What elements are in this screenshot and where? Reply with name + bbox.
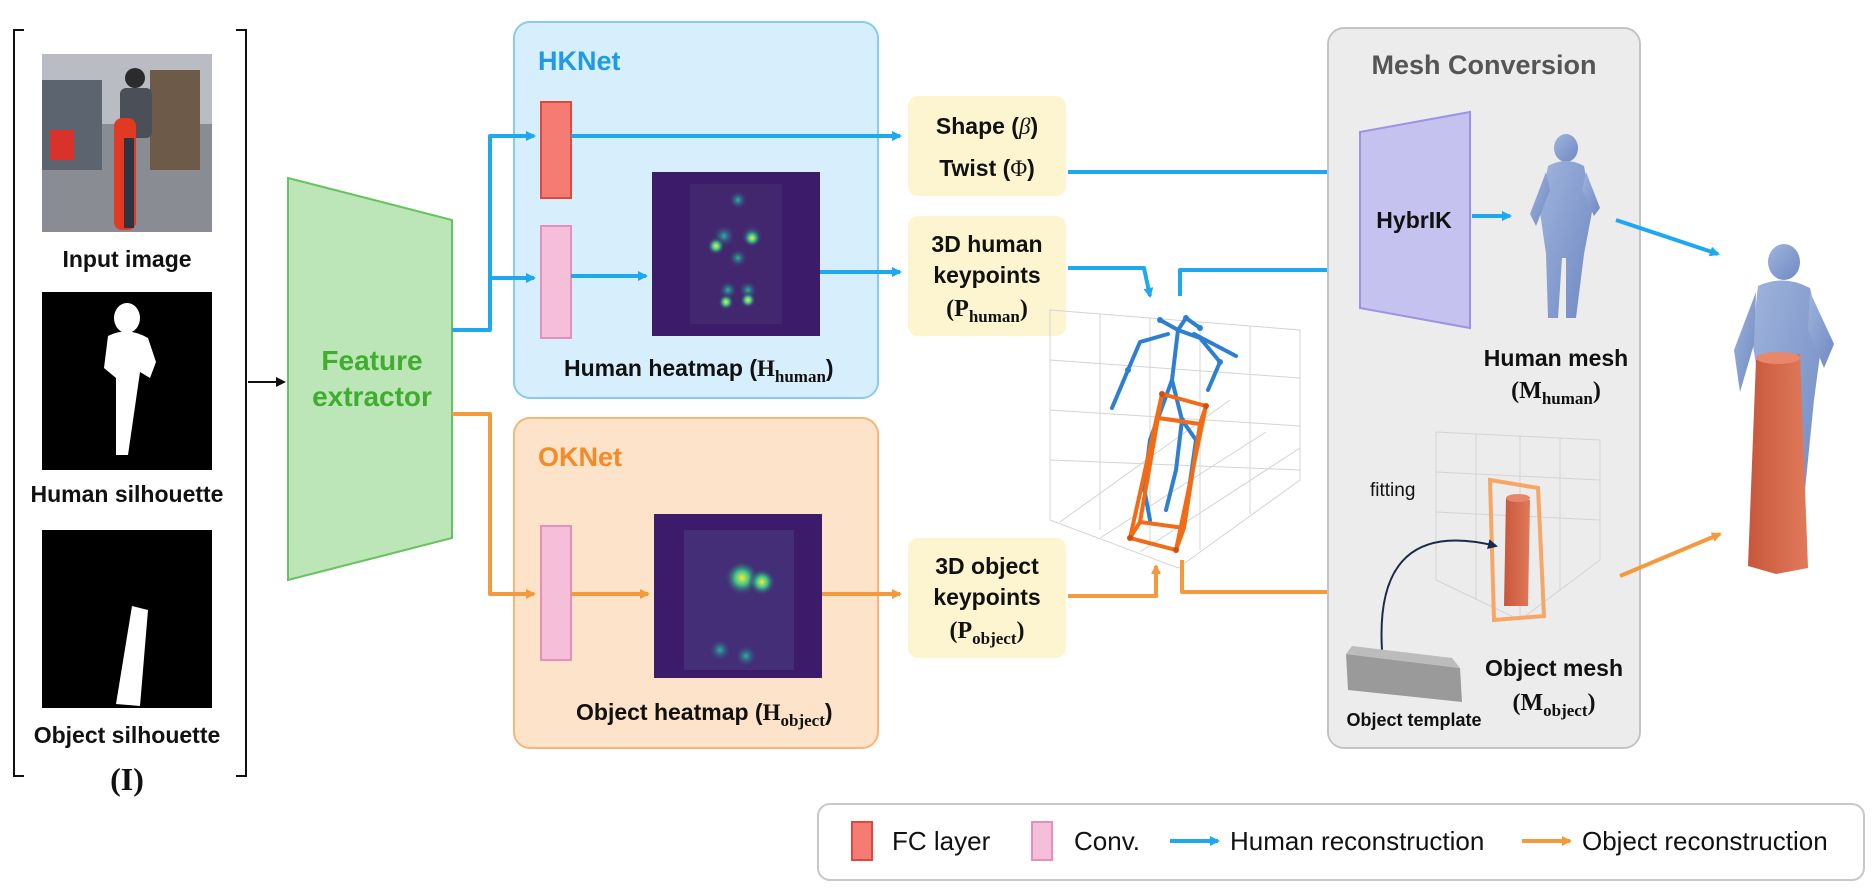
- object-template-figure: [1346, 646, 1462, 702]
- oknet-conv-layer: [540, 525, 572, 661]
- arrow-hkp-to-plot: [1068, 266, 1154, 298]
- feature-extractor-block: [287, 176, 453, 582]
- human-silhouette-label: Human silhouette: [31, 481, 224, 507]
- object-template-label: Object template: [1346, 710, 1481, 730]
- arrow-okp-to-plot: [1068, 564, 1161, 598]
- legend-fc-swatch: [851, 821, 873, 861]
- object-keypoints-symbol: (Pobject): [949, 618, 1024, 648]
- input-image-label: Input image: [62, 246, 191, 272]
- human-keypoints-line1: 3D human: [931, 231, 1042, 257]
- arrow-extractor-to-oconv: [452, 412, 536, 599]
- object-heatmap-label: Object heatmap (Hobject): [576, 699, 833, 730]
- human-heatmap-label: Human heatmap (Hhuman): [564, 355, 834, 386]
- oknet-title: OKNet: [538, 442, 622, 472]
- object-silhouette-image: [42, 530, 212, 708]
- twist-label: Twist (Φ): [939, 155, 1035, 181]
- arrow-human-mesh-to-result: [1615, 218, 1720, 257]
- hknet-title: HKNet: [538, 46, 621, 76]
- mesh-conversion-title: Mesh Conversion: [1371, 50, 1596, 80]
- object-mesh-symbol: (Mobject): [1512, 690, 1595, 720]
- shape-label: Shape (β): [936, 113, 1038, 139]
- legend-conv-swatch: [1031, 821, 1053, 861]
- object-heatmap: [654, 514, 822, 678]
- human-keypoints-line2: keypoints: [933, 262, 1040, 288]
- legend-human-label: Human reconstruction: [1230, 826, 1484, 856]
- object-mesh-label: Object mesh: [1485, 655, 1623, 681]
- 3d-keypoint-plot: [1049, 309, 1301, 569]
- arrow-extractor-to-fc: [452, 131, 536, 332]
- hybrik-label: HybrIK: [1376, 207, 1452, 233]
- fitting-arrow: [1380, 539, 1498, 651]
- input-bracket: [13, 29, 247, 777]
- fitting-label: fitting: [1370, 480, 1415, 501]
- human-mesh-label: Human mesh: [1484, 345, 1628, 371]
- human-mesh-symbol: (Mhuman): [1511, 378, 1601, 408]
- object-keypoints-line1: 3D object: [935, 553, 1039, 579]
- final-reconstruction: [1734, 244, 1834, 574]
- legend-box: [817, 803, 1865, 881]
- human-silhouette-image: [42, 292, 212, 470]
- legend-fc-label: FC layer: [892, 826, 991, 856]
- input-image: [42, 54, 212, 232]
- human-mesh-figure: [1530, 134, 1600, 318]
- arrow-plot-to-hybrik: [1178, 265, 1354, 296]
- hknet-fc-layer: [540, 101, 572, 199]
- object-silhouette-label: Object silhouette: [34, 722, 221, 748]
- arrow-object-mesh-to-result: [1619, 532, 1722, 578]
- hybrik-block: [1359, 110, 1471, 330]
- feature-extractor-label-1: Feature: [321, 345, 422, 376]
- feature-extractor-label-2: extractor: [312, 381, 432, 412]
- input-symbol: (I): [110, 761, 144, 797]
- arrow-plot-to-fitting: [1180, 560, 1356, 597]
- shape-twist-box: [908, 96, 1066, 196]
- hknet-conv-layer: [540, 225, 572, 339]
- object-fitting-plot: [1435, 431, 1601, 623]
- object-keypoints-box: [908, 538, 1066, 658]
- legend-object-label: Object reconstruction: [1582, 826, 1828, 856]
- human-keypoints-symbol: (Phuman): [946, 296, 1028, 326]
- human-keypoints-box: [908, 216, 1066, 336]
- human-heatmap: [652, 172, 820, 336]
- legend-conv-label: Conv.: [1074, 826, 1140, 856]
- object-keypoints-line2: keypoints: [933, 584, 1040, 610]
